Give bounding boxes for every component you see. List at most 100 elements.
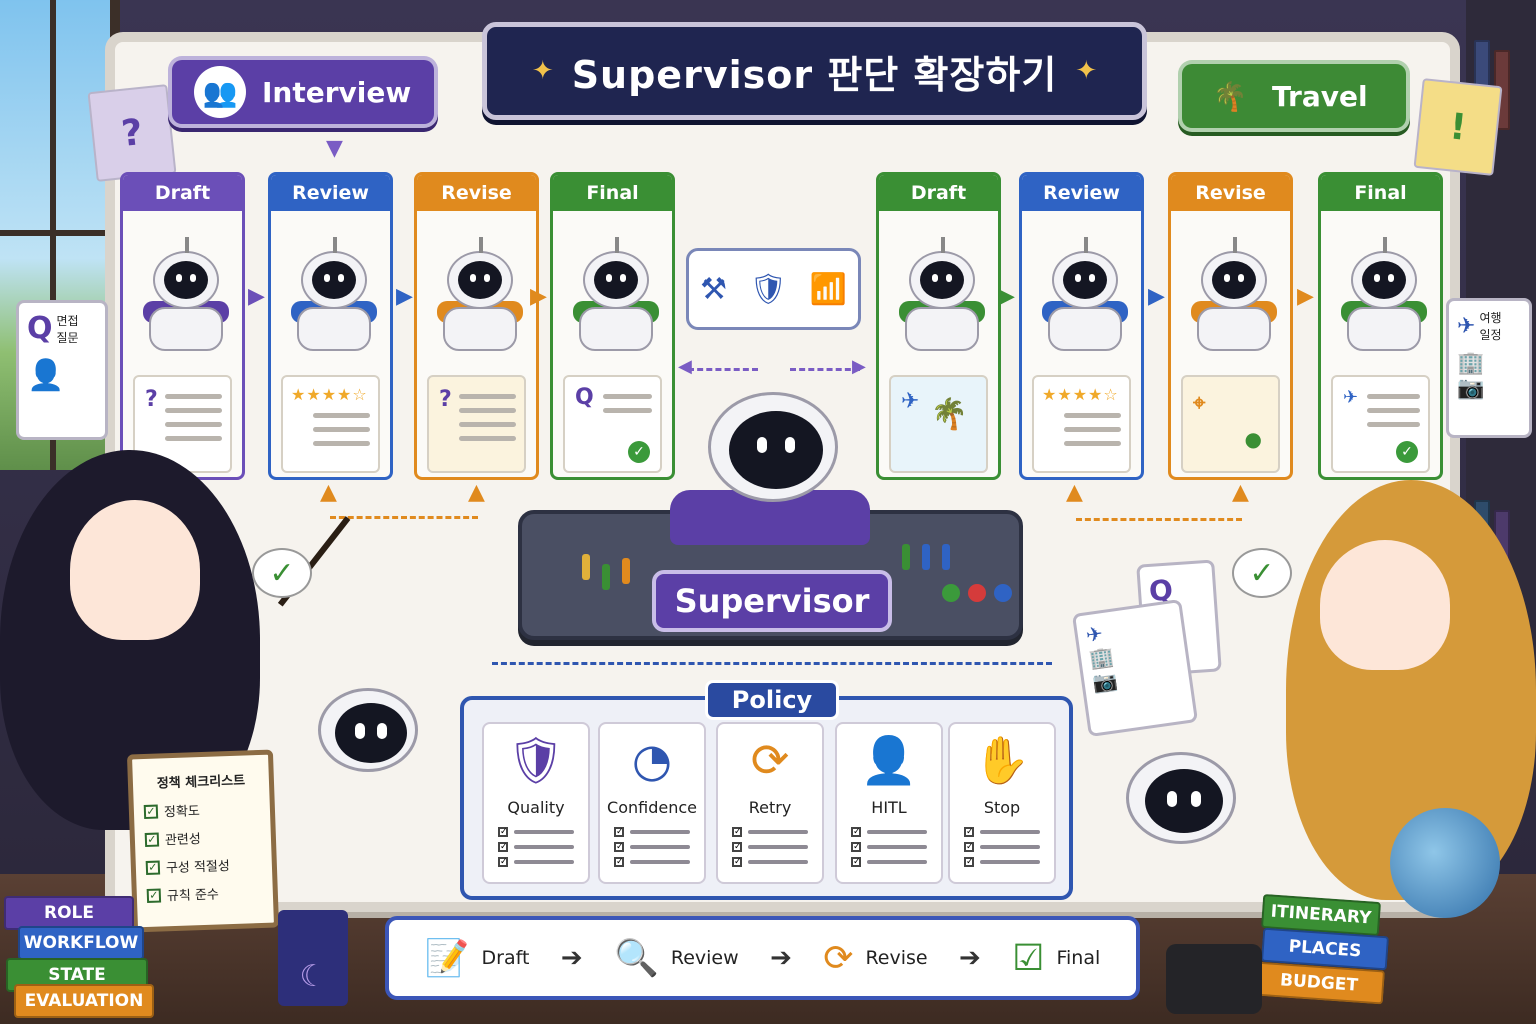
link-left (688, 368, 758, 371)
map-pin-icon: ● (1244, 427, 1262, 451)
scenario-label: Travel (1272, 79, 1368, 113)
plane-icon: ✈ (901, 389, 920, 414)
policy-stop[interactable]: ✋ Stop ✓✓✓ (948, 722, 1056, 884)
stage-card-interview-final[interactable]: Final Q ✓ (550, 172, 675, 480)
q-letter: Q (575, 385, 594, 410)
policy-quality[interactable]: 🛡 Quality ✓✓✓ (482, 722, 590, 884)
scenario-tag-interview[interactable]: 👥 Interview (168, 56, 438, 128)
sticky-note-exclaim: ! (1413, 78, 1503, 176)
supervisor-robot (708, 392, 838, 502)
map-pin-icon: ⌖ (1193, 391, 1206, 416)
palm-plane-icon: 🌴 (1212, 79, 1248, 113)
up-arrow-icon: ▲ (320, 480, 337, 505)
retry-arrows-icon: ⟳ (750, 733, 790, 787)
right-arrow-icon: ▶ (248, 284, 265, 309)
feedback-loop-interview (330, 516, 478, 519)
itinerary-text: 여행 일정 (1479, 311, 1502, 342)
stage-card-interview-draft[interactable]: Draft ? (120, 172, 245, 480)
camera-icon: 📷 (1457, 376, 1485, 401)
check-bubble: ✓ (252, 548, 312, 598)
stage-header: Final (553, 175, 672, 211)
check-bubble: ✓ (1232, 548, 1292, 598)
feedback-loop-travel (1076, 518, 1242, 521)
stage-header: Revise (1171, 175, 1290, 211)
right-arrow-icon: ➔ (560, 943, 583, 973)
flow-step-review[interactable]: 🔍 Review (614, 937, 739, 979)
stop-hand-icon: ✋ (973, 732, 1031, 787)
book-workflow: WORKFLOW (18, 926, 144, 960)
right-arrow-icon: ▶ (998, 284, 1015, 309)
palm-icon: 🌴 (930, 397, 968, 432)
robot-laptop (879, 211, 998, 371)
stage-card-travel-draft[interactable]: Draft ✈ 🌴 (876, 172, 1001, 480)
policy-label: Retry (748, 798, 792, 817)
policy-confidence[interactable]: ◔ Confidence ✓✓✓ (598, 722, 706, 884)
camera-icon (1166, 944, 1262, 1014)
q-letter: Q (27, 311, 53, 346)
policy-label: Confidence (607, 798, 697, 817)
review-doc: ★★★★☆ (281, 375, 380, 473)
page-title: Supervisor 판단 확장하기 (571, 52, 1058, 97)
policy-hitl[interactable]: 👤 HITL ✓✓✓ (835, 722, 943, 884)
flow-step-revise[interactable]: ⟳ Revise (823, 938, 927, 979)
flow-step-final[interactable]: ☑ Final (1012, 938, 1100, 979)
character-left-face (70, 500, 200, 640)
checklist-item: ✓관련성 (144, 826, 262, 849)
policy-retry[interactable]: ⟳ Retry ✓✓✓ (716, 722, 824, 884)
robot (123, 211, 242, 371)
stage-card-interview-revise[interactable]: Revise ? (414, 172, 539, 480)
revise-arrows-icon: ⟳ (823, 937, 854, 979)
right-arrow-icon: ▶ (530, 284, 547, 309)
helper-robot-left (318, 688, 418, 772)
policy-label: HITL (871, 798, 907, 817)
flow-label: Review (670, 947, 739, 969)
book-role: ROLE (4, 896, 134, 930)
stage-card-travel-final[interactable]: Final ✈ ✓ (1318, 172, 1443, 480)
final-doc: Q ✓ (563, 375, 662, 473)
scenario-tag-travel[interactable]: 🌴 Travel (1178, 60, 1410, 132)
review-doc: ★★★★☆ (1032, 375, 1131, 473)
sticky-note-question: ? (87, 84, 177, 182)
stage-card-travel-review[interactable]: Review ★★★★☆ (1019, 172, 1144, 480)
held-itinerary-card: ✈ 🏢 📷 (1071, 598, 1199, 738)
checklist-item: ✓규칙 준수 (146, 882, 264, 905)
right-arrow-icon: ➔ (770, 943, 792, 973)
magnifier-icon: 🔍 (614, 938, 659, 979)
clipboard-check-icon: ☑ (1012, 937, 1045, 979)
right-arrow-icon: ▶ (396, 284, 413, 309)
down-arrow-icon: ▼ (326, 136, 343, 161)
character-right-face (1320, 540, 1450, 670)
right-arrow-icon: ▶ (1148, 284, 1165, 309)
flow-label: Draft (481, 947, 530, 969)
stage-header: Final (1321, 175, 1440, 211)
question-mark-icon: ? (439, 387, 452, 412)
helper-robot-right (1126, 752, 1236, 844)
star-rating: ★★★★☆ (291, 385, 368, 404)
checklist-item: ✓정확도 (143, 798, 261, 821)
left-arrow-icon: ◀ (678, 356, 692, 377)
globe-icon (1390, 808, 1500, 918)
stage-card-travel-revise[interactable]: Revise ⌖ ● (1168, 172, 1293, 480)
robot-writing (417, 211, 536, 371)
final-doc: ✈ ✓ (1331, 375, 1430, 473)
shield-star-icon: 🛡 (749, 271, 788, 307)
gavel-icon: ⚒ (700, 271, 727, 307)
revise-doc: ? (427, 375, 526, 473)
supervisor-tools-bubble: ⚒ 🛡 📶 (686, 248, 861, 330)
moon-mug: ☾ (278, 910, 348, 1006)
stage-card-interview-review[interactable]: Review ★★★★☆ (268, 172, 393, 480)
policy-checklist-clipboard: 정책 체크리스트 ✓정확도 ✓관련성 ✓구성 적절성 ✓규칙 준수 (126, 749, 280, 933)
checklist-item: ✓구성 적절성 (145, 854, 263, 877)
robot-magnifier (271, 211, 390, 371)
stage-header: Review (1022, 175, 1141, 211)
shield-check-icon: 🛡 (506, 732, 566, 787)
flow-step-draft[interactable]: 📝 Draft (425, 937, 530, 979)
travel-itinerary-card: ✈ 여행 일정 🏢 📷 (1446, 298, 1532, 438)
right-arrow-icon: ➔ (959, 943, 981, 973)
interview-question-text: 면접 질문 (56, 313, 79, 345)
star-rating: ★★★★☆ (1042, 385, 1119, 404)
flow-label: Revise (865, 947, 928, 969)
up-arrow-icon: ▲ (1232, 480, 1249, 505)
stage-header: Revise (417, 175, 536, 211)
plane-icon: ✈ (1343, 387, 1359, 408)
